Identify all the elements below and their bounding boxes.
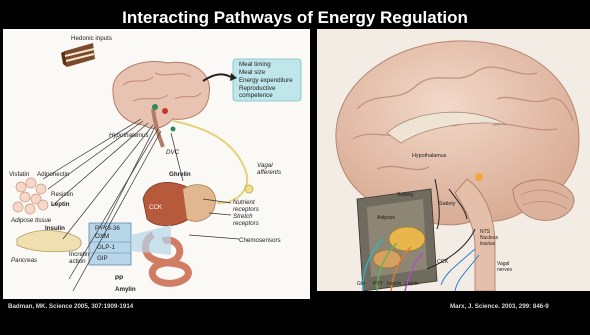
label-gip: GIP [97,255,108,262]
label-vagal-1: Vagal [257,162,273,169]
label-oxm: OXM [95,233,109,240]
label-insulin: Insulin [45,225,65,232]
label-right-hypothalamus: Hypothalamus [412,153,446,160]
label-pyy: PYY3-36 [95,225,120,232]
label-adiponectin: Adiponectin [37,171,69,178]
output-4: Reproductive [239,85,275,92]
label-vagal-nerves-2: nerves [497,267,512,274]
label-hypothalamus: Hypothalamus [109,132,149,139]
label-glp1: GLP-1 [97,244,115,251]
pancreas-icon [17,231,81,252]
label-pp: PP [115,275,123,282]
label-pancreas: Pancreas [11,257,37,264]
output-5: competence [239,92,273,99]
label-incretin-1: Incretin [69,251,89,258]
label-adipose-right: Adipose [377,215,395,222]
label-nutrient-2: receptors [233,206,259,213]
label-incretin-2: action [69,258,86,265]
right-brain-diagram: Hypothalamus Satiety Satiety NTS Nucleus… [317,29,590,291]
label-hedonic-inputs: Hedonic inputs [71,35,112,42]
stomach-icon [183,185,216,222]
left-pathway-diagram: Hedonic inputs Hypothalamus DVC Meal tim… [3,29,310,299]
label-visfatin: Visfatin [9,171,29,178]
label-ghrelin: Ghrelin [169,171,191,178]
label-bottom-leptin: Leptin [405,281,419,288]
output-3: Energy expenditure [239,77,293,84]
label-vagal-2: afferents [257,169,281,176]
label-dvc: DVC [166,149,179,156]
label-chemosensors: Chemosensors [239,237,281,244]
adipose-cells-icon [13,178,48,214]
right-diagram-drawing [317,29,590,291]
label-amylin: Amylin [115,286,136,293]
label-bottom-ghr: Ghr [357,281,365,288]
label-stretch-1: Stretch [233,213,253,220]
label-stretch-2: receptors [233,220,259,227]
label-cck-right: CCK [437,259,448,266]
citation-left: Badman, MK. Science 2005, 307:1909-1914 [8,303,133,310]
label-satiety-2: Satiety [439,201,455,208]
label-bottom-insulin: Insulin [387,281,401,288]
citation-right: Marx, J. Science. 2003, 299: 846-9 [450,303,549,310]
label-nutrient-1: Nutrient [233,199,255,206]
cerebellum-icon [513,180,574,221]
label-nts-3: tractus [480,241,495,248]
label-adipose-tissue: Adipose tissue [11,217,51,224]
output-2: Meal size [239,69,265,76]
label-satiety-1: Satiety [397,192,413,199]
label-cck-left: CCK [149,204,162,211]
label-resistin: Resistin [51,191,73,198]
label-leptin: Leptin [51,201,70,208]
slide-title: Interacting Pathways of Energy Regulatio… [0,8,590,28]
cake-icon [61,43,95,67]
label-bottom-pyy: PYY [373,281,383,288]
output-1: Meal timing [239,61,271,68]
